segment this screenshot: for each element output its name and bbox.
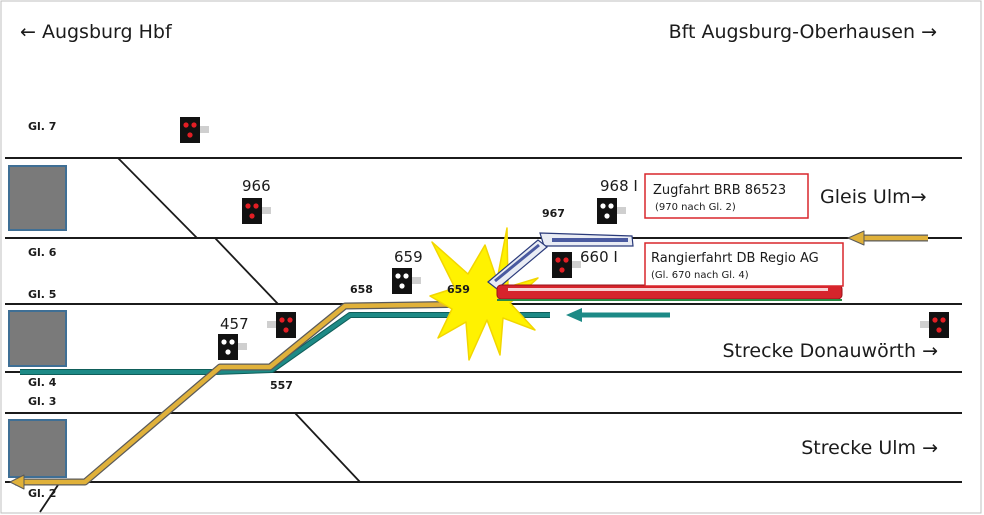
track-label-gl3: Gl. 3 [28,395,56,408]
signal-label-966: 966 [242,177,271,195]
signal-label-659: 659 [394,248,423,266]
destination-gleis-ulm: Gleis Ulm→ [820,186,927,208]
train-brb [487,232,634,290]
point-label-659: 659 [447,283,470,296]
signal-659-icon [392,268,421,294]
callout-db-box [644,242,844,287]
signal-966-icon [242,198,271,224]
train-db-windows [508,288,828,291]
track-label-gl4: Gl. 4 [28,376,57,389]
signal-457-icon [218,334,247,360]
callout-brb-title: Zugfahrt BRB 86523 [653,183,786,198]
train-brb-window-band-tilt [494,243,540,283]
track-label-gl2: Gl. 2 [28,487,56,500]
switch-diagonals [39,157,361,513]
gold-arrow-head-right [847,230,865,246]
point-label-557: 557 [270,379,293,392]
train-brb-window-band [552,238,628,242]
track-label-gl7: Gl. 7 [28,120,56,133]
platform-middle [8,310,67,367]
destination-strecke-ulm: Strecke Ulm → [801,437,938,459]
direction-augsburg-hbf: ← Augsburg Hbf [20,21,173,43]
platforms [8,165,67,478]
switch-diagonal [214,237,279,305]
track-label-gl6: Gl. 6 [28,246,57,259]
signal-label-968: 968 I [600,177,638,195]
teal-arrow-head [566,308,582,322]
teal-route-path-fill [20,313,550,374]
signal-968-icon [597,198,626,224]
signal-label-457: 457 [220,315,249,333]
train-db-body [496,284,843,300]
signal-660-icon [552,252,581,278]
switch-diagonal [294,412,361,483]
switch-diagonal [39,481,61,513]
switch-diagonal [117,157,198,239]
signal-label-660: 660 I [580,248,618,266]
platform-upper [8,165,67,231]
signal-gl7-icon [180,117,209,143]
train-db-regio [496,284,843,301]
signal-right-icon [920,312,949,338]
callout-brb-box [644,173,809,219]
gold-route-path [15,301,481,485]
point-label-967: 967 [542,207,565,220]
gold-route [9,230,928,490]
platform-lower [8,419,67,478]
point-label-658: 658 [350,283,373,296]
direction-oberhausen: Bft Augsburg-Oberhausen → [669,21,937,43]
signal-gl5-icon [267,312,296,338]
destination-strecke-donauwoerth: Strecke Donauwörth → [722,340,938,362]
callout-brb-sub: (970 nach Gl. 2) [655,202,736,213]
callout-db-sub: (Gl. 670 nach Gl. 4) [651,270,749,281]
track-label-gl5: Gl. 5 [28,288,56,301]
teal-route [20,308,670,375]
gold-arrow-head-left [9,474,25,490]
callout-db-title: Rangierfahrt DB Regio AG [651,251,819,266]
